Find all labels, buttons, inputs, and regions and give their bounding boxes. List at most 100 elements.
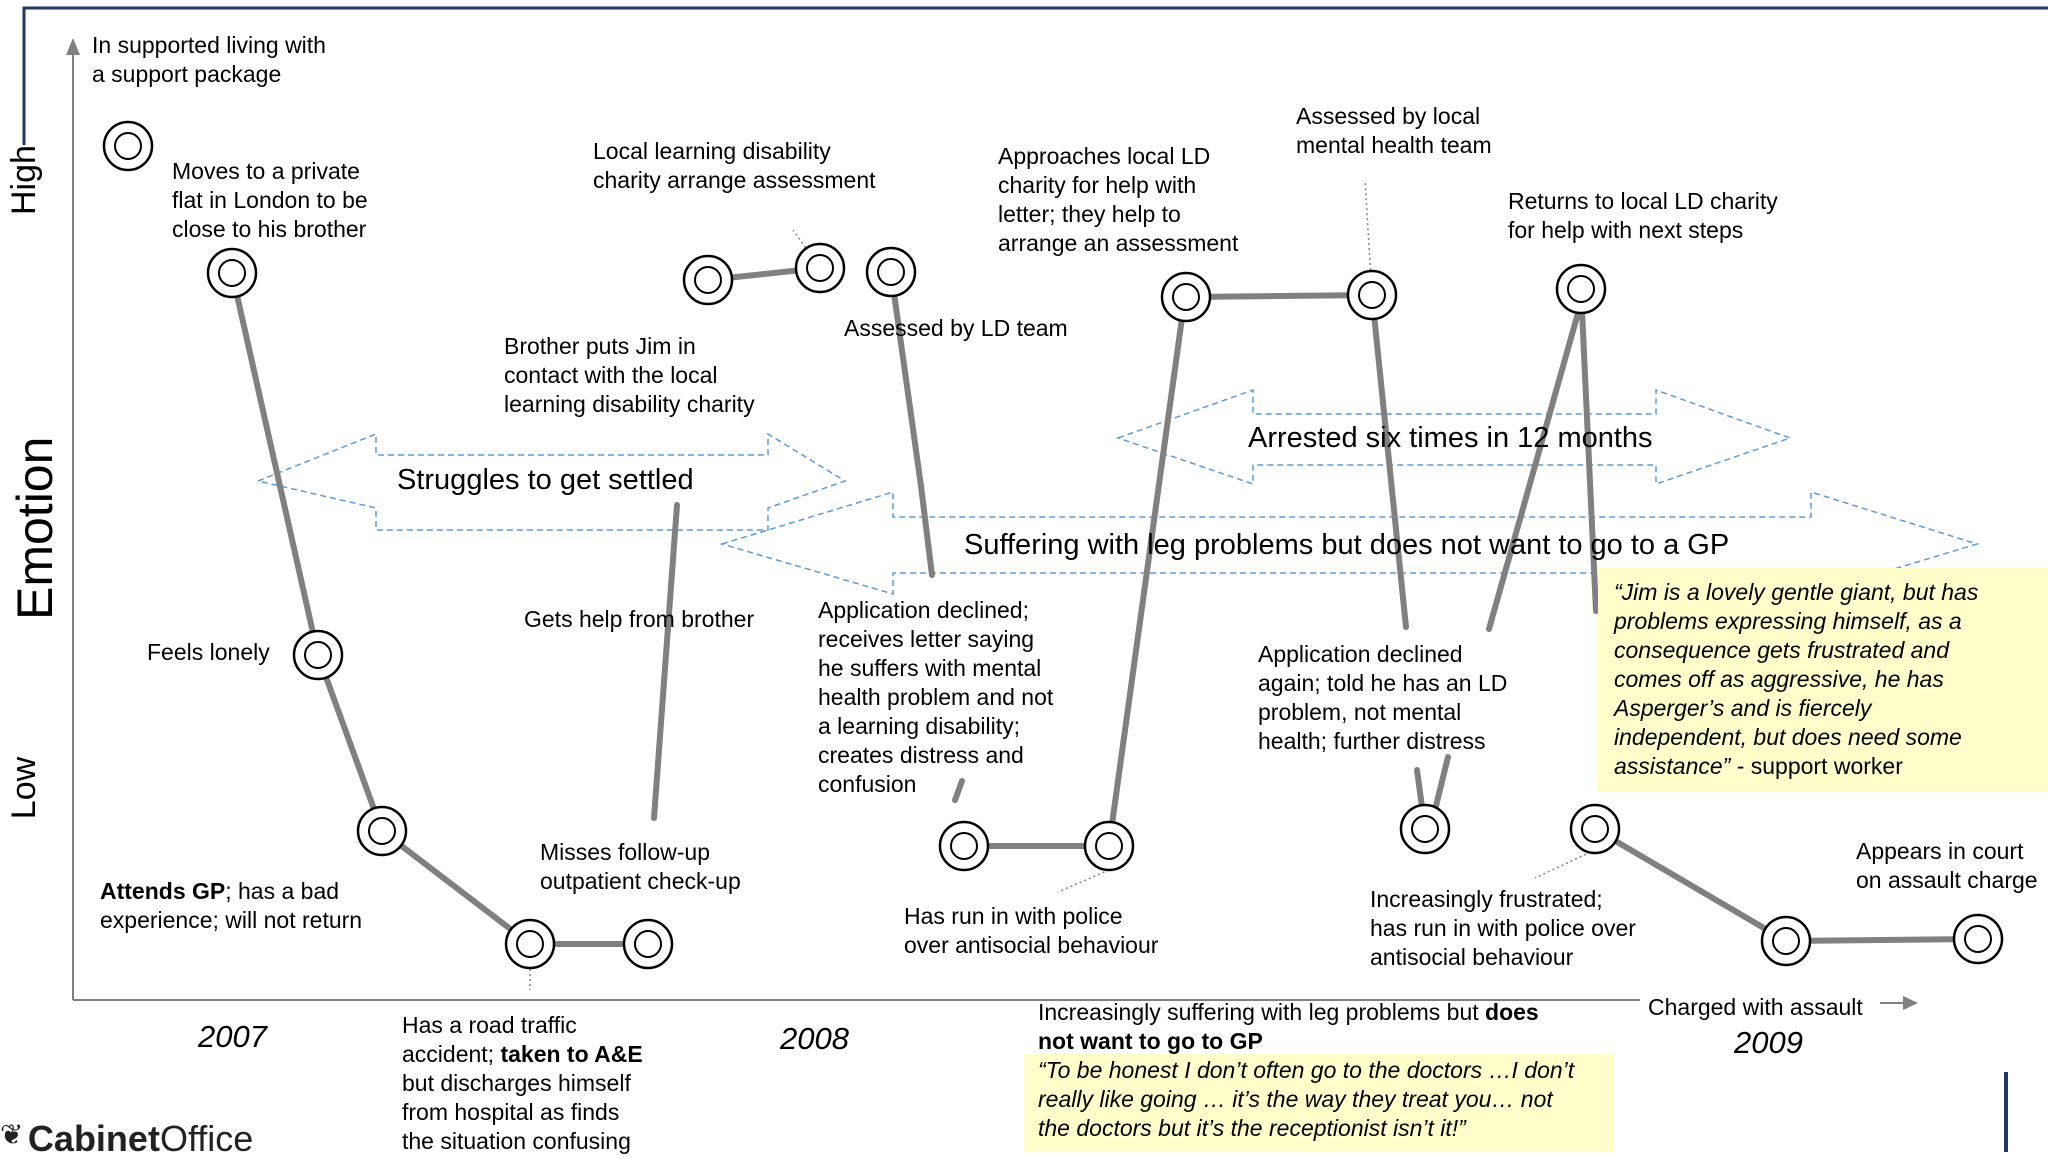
journey-node: [292, 629, 344, 681]
event-line: a learning disability;: [818, 713, 1021, 739]
y-axis-arrow: [66, 38, 80, 55]
journey-node: [1160, 271, 1212, 323]
event-line: Increasingly suffering with leg problems…: [1038, 998, 1539, 1027]
journey-node: [1083, 820, 1135, 872]
quote-support-worker: “Jim is a lovely gentle giant, but has p…: [1598, 568, 2048, 792]
event-line: Application declined;: [818, 597, 1029, 623]
event-line: he suffers with mental: [818, 655, 1042, 681]
year-2008: 2008: [780, 1021, 849, 1056]
journey-segment: [1783, 936, 1981, 944]
y-axis-top-label: In supported living with a support packa…: [92, 31, 326, 89]
event-bold: Attends GP: [100, 878, 226, 904]
quote-line: assistance” - support worker: [1614, 752, 2048, 781]
journey-segment: [1369, 292, 1409, 630]
journey-node: [938, 820, 990, 872]
y-top-label-line-1: In supported living with: [92, 32, 326, 58]
event-leg-problems-note: Increasingly suffering with leg problems…: [1038, 998, 1539, 1056]
band-arrow-struggles: [255, 432, 847, 531]
journey-node: [504, 918, 556, 970]
journey-segment: [379, 828, 533, 947]
y-high-label: High: [5, 145, 43, 215]
band-label-arrested: Arrested six times in 12 months: [1248, 422, 1653, 454]
leader-line: [1534, 849, 1596, 879]
event-increasingly-frustrated: Increasingly frustrated; has run in with…: [1370, 885, 1636, 972]
x-axis-arrow: [1903, 996, 1918, 1010]
journey-nodes: [102, 120, 2004, 970]
leader-line: [1057, 869, 1110, 893]
event-line: health; further distress: [1258, 728, 1486, 754]
event-line: over antisocial behaviour: [904, 932, 1159, 958]
event-line: close to his brother: [172, 216, 367, 242]
event-road-traffic-accident: Has a road traffic accident; taken to A&…: [402, 1011, 643, 1156]
journey-segment: [1433, 754, 1451, 809]
y-top-label-line-2: a support package: [92, 61, 282, 87]
band-label-struggles: Struggles to get settled: [397, 464, 694, 496]
event-line: contact with the local: [504, 362, 718, 388]
event-line: antisocial behaviour: [1370, 944, 1574, 970]
leader-line: [1364, 179, 1373, 296]
logo-text-light: Office: [159, 1118, 254, 1159]
journey-segment: [315, 652, 385, 834]
journey-segment: [918, 483, 935, 578]
journey-node: [1399, 803, 1451, 855]
event-line: Assessed by local: [1296, 103, 1481, 129]
journey-node: [1952, 913, 2004, 965]
event-gets-help-from-brother: Gets help from brother: [524, 606, 755, 632]
event-line: from hospital as finds: [402, 1099, 620, 1125]
journey-node: [356, 805, 408, 857]
year-2007: 2007: [198, 1019, 267, 1054]
event-line: charity for help with: [998, 172, 1197, 198]
event-line: health problem and not: [818, 684, 1054, 710]
journey-node: [1760, 915, 1812, 967]
quote-line: problems expressing himself, as a: [1614, 608, 1962, 634]
journey-segment: [1578, 286, 1599, 614]
event-line: experience; will not return: [100, 907, 363, 933]
event-text: accident;: [402, 1041, 501, 1067]
event-line: problem, not mental: [1258, 699, 1462, 725]
quote-text: assistance”: [1614, 753, 1731, 779]
event-line: Attends GP; has a bad: [100, 877, 362, 906]
event-attends-gp: Attends GP; has a bad experience; will n…: [100, 877, 362, 935]
event-line: creates distress and: [818, 742, 1024, 768]
journey-node: [206, 247, 258, 299]
event-application-declined-again: Application declined again; told he has …: [1258, 640, 1507, 756]
logo-text-bold: Cabinet: [27, 1118, 160, 1159]
event-line: not want to go to GP: [1038, 1027, 1539, 1056]
event-moves-to-flat: Moves to a private flat in London to be …: [172, 157, 368, 244]
event-feels-lonely: Feels lonely: [147, 639, 270, 665]
journey-node: [102, 120, 154, 172]
event-line: arrange an assessment: [998, 230, 1239, 256]
event-line: charity arrange assessment: [593, 167, 876, 193]
event-appears-in-court: Appears in court on assault charge: [1856, 837, 2038, 895]
event-line: Brother puts Jim in: [504, 333, 696, 359]
event-line: Appears in court: [1856, 838, 2024, 864]
event-line: again; told he has an LD: [1258, 670, 1508, 696]
event-line: Application declined: [1258, 641, 1463, 667]
event-line: letter; they help to: [998, 201, 1181, 227]
event-line: Has a road traffic: [402, 1012, 577, 1038]
event-line: receives letter saying: [818, 626, 1035, 652]
event-bold: not want to go to GP: [1038, 1028, 1263, 1054]
event-police-antisocial: Has run in with police over antisocial b…: [904, 902, 1158, 960]
top-frame-line: [22, 6, 2048, 145]
crest-icon: ❦: [0, 1119, 24, 1150]
leader-lines: [529, 179, 1596, 990]
event-bold: taken to A&E: [500, 1041, 643, 1067]
event-line: on assault charge: [1856, 867, 2038, 893]
event-line: mental health team: [1296, 132, 1492, 158]
journey-segment: [1592, 826, 1789, 944]
journey-node: [682, 254, 734, 306]
quote-attribution: - support worker: [1730, 753, 1903, 779]
event-line: for help with next steps: [1508, 217, 1744, 243]
y-axis-title: Emotion: [7, 436, 63, 620]
journey-node: [794, 242, 846, 294]
event-charged-with-assault: Charged with assault: [1648, 994, 1863, 1020]
quote-line: comes off as aggressive, he has: [1614, 666, 1944, 692]
event-text: ; has a bad: [225, 878, 340, 904]
year-2009: 2009: [1734, 1025, 1803, 1060]
event-brother-contact: Brother puts Jim in contact with the loc…: [504, 332, 755, 419]
event-line: Returns to local LD charity: [1508, 188, 1778, 214]
band-label-leg-problems: Suffering with leg problems but does not…: [964, 529, 1730, 561]
quote-line: independent, but does need some: [1614, 724, 1962, 750]
event-assessed-mental-health: Assessed by local mental health team: [1296, 102, 1492, 160]
